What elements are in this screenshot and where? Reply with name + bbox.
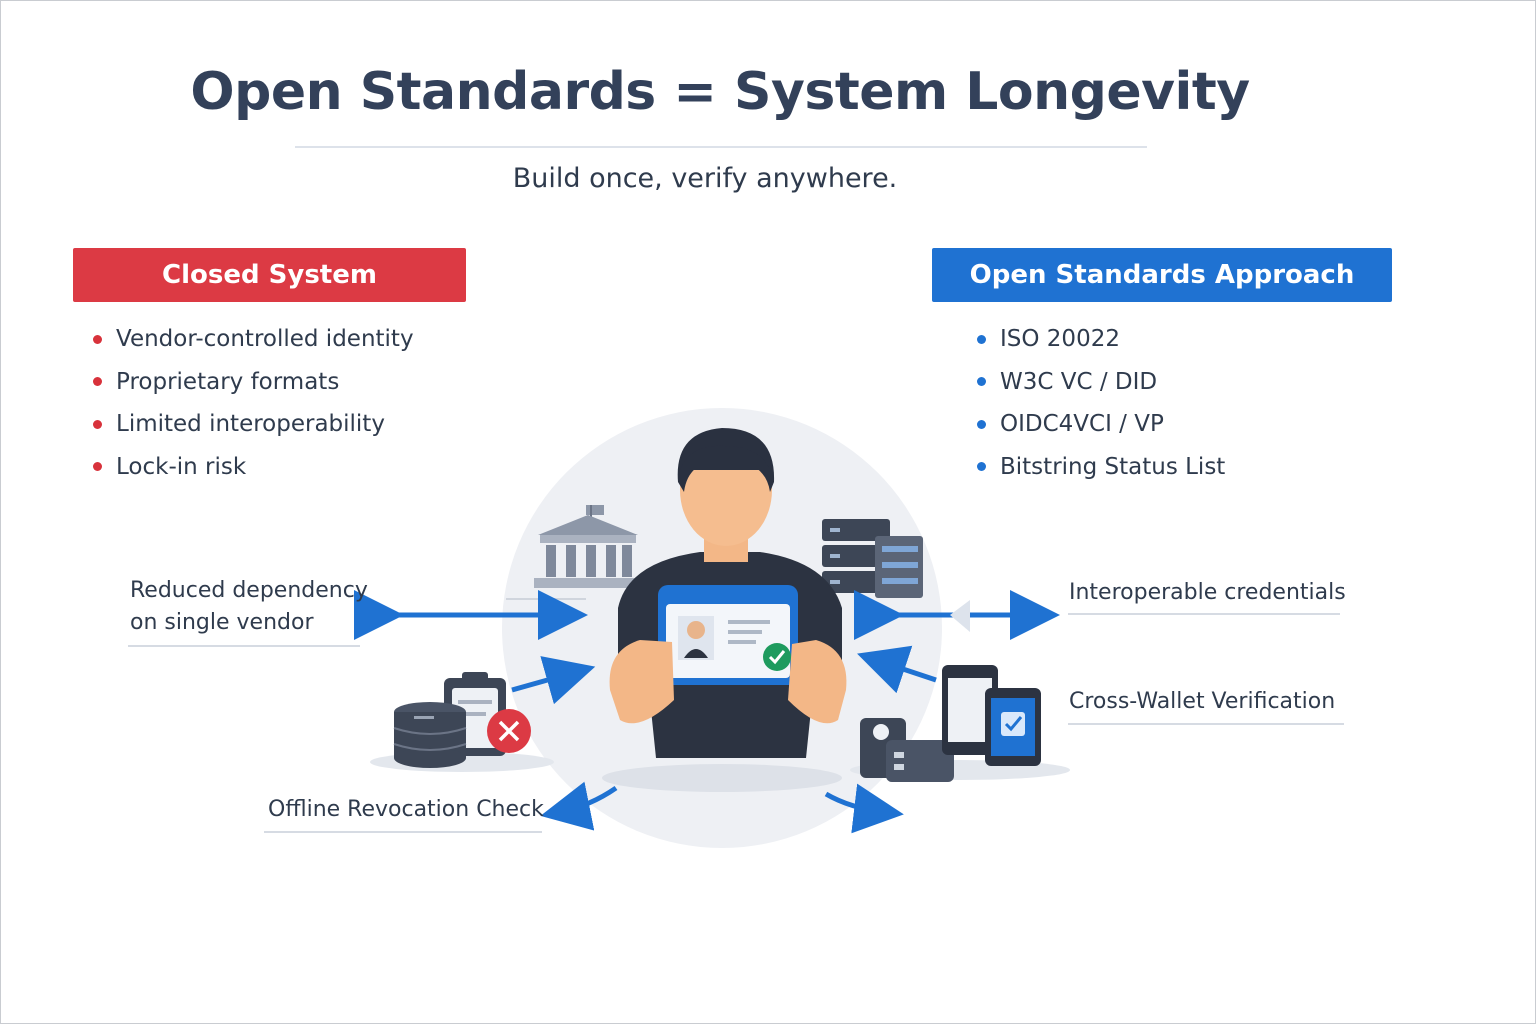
error-x-icon [487, 709, 531, 753]
closed-system-header: Closed System [73, 248, 466, 302]
reduced-dependency-label: Reduced dependency on single vendor [130, 575, 368, 639]
checkmark-badge-icon [763, 643, 791, 671]
faint-arrow-shadow [950, 600, 970, 632]
database-icon [393, 702, 467, 768]
hands [609, 640, 847, 724]
list-item: Lock-in risk [93, 446, 414, 489]
bullet-dot [93, 462, 102, 472]
page-title: Open Standards = System Longevity [190, 62, 1250, 122]
card-reader-icon [860, 718, 954, 782]
offline-revocation-label: Offline Revocation Check [268, 797, 544, 822]
list-item-label: W3C VC / DID [1000, 368, 1158, 395]
title-divider [295, 146, 1147, 148]
list-item-label: Lock-in risk [116, 453, 247, 480]
list-item-label: Bitstring Status List [1000, 453, 1226, 480]
ground-shadow [602, 764, 842, 792]
arrow-offline [540, 781, 618, 831]
list-item: OIDC4VCI / VP [977, 403, 1225, 446]
list-item-label: Vendor-controlled identity [116, 326, 414, 353]
list-item-label: Proprietary formats [116, 368, 340, 395]
tablet-check-icon [985, 688, 1041, 766]
label-line: Reduced dependency [130, 578, 368, 603]
server-stack-icon [822, 519, 923, 598]
bullet-dot [93, 377, 102, 387]
bullet-dot [977, 419, 986, 429]
list-item-label: ISO 20022 [1000, 326, 1120, 353]
bullet-dot [93, 419, 102, 429]
open-standards-header: Open Standards Approach [932, 248, 1392, 302]
interoperable-credentials-label: Interoperable credentials [1069, 580, 1346, 605]
open-standards-list: ISO 20022 W3C VC / DID OIDC4VCI / VP Bit… [977, 318, 1225, 488]
bullet-dot [977, 334, 986, 344]
list-item: W3C VC / DID [977, 361, 1225, 404]
bullet-dot [93, 334, 102, 344]
label-underline [1068, 613, 1340, 615]
closed-system-list: Vendor-controlled identity Proprietary f… [93, 318, 414, 488]
smartphone-icon [942, 665, 998, 755]
cross-wallet-label: Cross-Wallet Verification [1069, 689, 1336, 714]
label-line: on single vendor [130, 610, 314, 635]
arrow-to-center-left [511, 656, 596, 705]
list-item: Bitstring Status List [977, 446, 1225, 489]
list-item: ISO 20022 [977, 318, 1225, 361]
bullet-dot [977, 462, 986, 472]
list-item: Proprietary formats [93, 361, 414, 404]
id-card-icon [658, 585, 798, 685]
page-subtitle: Build once, verify anywhere. [512, 163, 898, 194]
label-underline [1068, 723, 1344, 725]
list-item: Limited interoperability [93, 403, 414, 446]
arrow-bottom-right [824, 783, 904, 834]
bullet-dot [977, 377, 986, 387]
arrow-to-center-right [857, 645, 937, 694]
label-underline [128, 645, 360, 647]
list-item-label: Limited interoperability [116, 411, 385, 438]
label-underline [264, 831, 542, 833]
list-item: Vendor-controlled identity [93, 318, 414, 361]
list-item-label: OIDC4VCI / VP [1000, 411, 1164, 438]
